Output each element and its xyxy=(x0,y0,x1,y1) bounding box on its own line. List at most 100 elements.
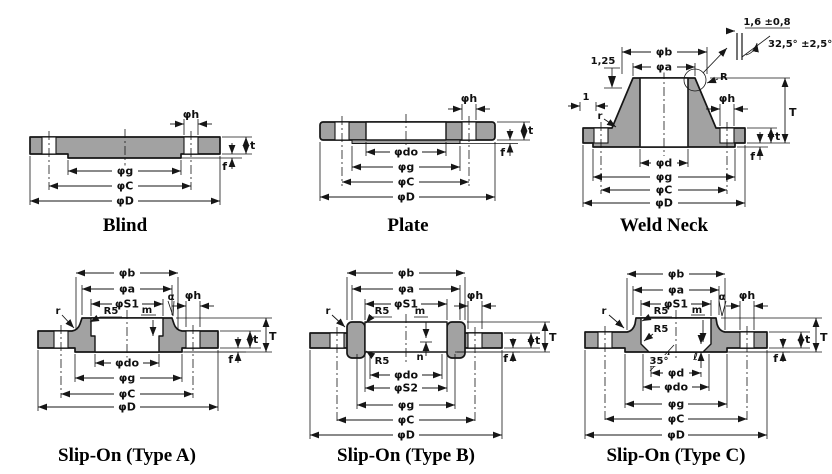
slip-on-c-dim-phi-s1-label: φS1 xyxy=(664,298,688,311)
blind-dim-phi-g-label: φg xyxy=(117,165,133,178)
slip-on-c-alpha-label: α xyxy=(719,292,726,303)
slip-on-a-radius-r5-label: R5 xyxy=(104,306,119,317)
slip-on-c-dim-phi-b-label: φb xyxy=(668,268,685,281)
slip-on-b-dim-phi-a-label: φa xyxy=(398,283,414,296)
slip-on-b-flange-diagram: φb φa φS1 φh r R5 m R5 n t T f φdo φS2 φ… xyxy=(309,267,557,466)
weld-neck-dim-phi-c-label: φC xyxy=(656,184,673,197)
weld-neck-flange-diagram: 1,6 ±0,8 32,5° ±2,5° 1,25 1 r R φb φa φh… xyxy=(568,17,832,236)
slip-on-c-dimension-lines xyxy=(584,268,822,441)
blind-centerlines xyxy=(48,129,192,190)
slip-on-c-dim-phi-a-label: φa xyxy=(668,284,684,297)
weld-neck-dim-phi-b-label: φb xyxy=(656,46,673,59)
plate-dim-phi-g-label: φg xyxy=(398,161,414,174)
slip-on-b-caption: Slip-On (Type B) xyxy=(337,445,475,466)
plate-dim-phi-c-label: φC xyxy=(398,176,415,189)
slip-on-b-hub-right xyxy=(446,321,466,359)
blind-flange-diagram: φh t f φg φC φD Blind xyxy=(29,108,255,236)
slip-on-a-dim-phi-s1-label: φS1 xyxy=(115,298,139,311)
weld-neck-bevel-detail xyxy=(702,27,790,74)
plate-dim-phi-do-label: φdo xyxy=(394,146,418,159)
slip-on-b-dim-phi-g-label: φg xyxy=(398,399,414,412)
weld-neck-dim-phi-d-outer-label: φD xyxy=(655,197,673,210)
slip-on-c-flange-diagram: φb φa φS1 α φh r R5 m R5 35° ℓ t T f φd … xyxy=(584,268,828,466)
slip-on-a-flange-diagram: φb φa φS1 α φh r R5 m t T f φdo φg φC φD… xyxy=(37,267,277,466)
slip-on-b-dim-T-label: T xyxy=(549,331,557,344)
slip-on-c-radius-r5-top-label: R5 xyxy=(654,306,669,317)
plate-dim-f-label: f xyxy=(500,146,505,159)
slip-on-a-dim-T-label: T xyxy=(269,330,277,343)
slip-on-c-dim-phi-h-label: φh xyxy=(739,289,755,302)
weld-neck-corner-radius-label: R xyxy=(720,72,728,83)
slip-on-c-fillet-r-label: r xyxy=(602,306,607,317)
slip-on-c-radius-r5-bottom-label: R5 xyxy=(654,324,669,335)
weld-neck-dim-1-label: 1 xyxy=(583,92,590,103)
slip-on-b-dim-phi-do-label: φdo xyxy=(394,369,418,382)
slip-on-a-caption: Slip-On (Type A) xyxy=(58,445,196,466)
slip-on-b-dim-phi-h-label: φh xyxy=(467,289,483,302)
blind-dim-t-label: t xyxy=(250,139,255,152)
slip-on-b-dim-t-label: t xyxy=(535,334,540,347)
blind-caption: Blind xyxy=(103,215,148,236)
slip-on-b-hub-left xyxy=(346,321,366,359)
slip-on-c-caption: Slip-On (Type C) xyxy=(606,445,745,466)
weld-neck-caption: Weld Neck xyxy=(620,215,709,236)
slip-on-b-dim-phi-d-label: φD xyxy=(397,429,415,442)
slip-on-a-dim-m-label: m xyxy=(142,305,152,316)
blind-dim-phi-c-label: φC xyxy=(117,180,134,193)
slip-on-a-dim-phi-a-label: φa xyxy=(119,283,135,296)
slip-on-b-dim-n-label: n xyxy=(416,352,423,363)
plate-caption: Plate xyxy=(387,215,428,236)
slip-on-b-dim-m-label: m xyxy=(415,306,425,317)
slip-on-a-dim-f-label: f xyxy=(228,353,233,366)
slip-on-b-radius-r5-top-label: R5 xyxy=(375,306,390,317)
slip-on-c-dim-t-label: t xyxy=(805,333,810,346)
slip-on-c-dim-phi-c-label: φC xyxy=(668,413,685,426)
slip-on-a-alpha-label: α xyxy=(168,292,175,303)
slip-on-c-chamfer-l-label: ℓ xyxy=(692,352,698,363)
weld-neck-dim-t-label: t xyxy=(775,130,780,143)
weld-neck-bevel-height-label: 1,6 ±0,8 xyxy=(743,17,790,28)
slip-on-c-dim-phi-d-label: φd xyxy=(668,367,684,380)
plate-centerlines xyxy=(341,114,470,186)
plate-dimension-lines xyxy=(319,104,530,203)
weld-neck-fillet-r-label: r xyxy=(598,111,603,122)
plate-flange-diagram: φh t f φdo φg φC φD Plate xyxy=(319,92,533,236)
weld-neck-dim-phi-h-label: φh xyxy=(719,92,735,105)
slip-on-b-dim-f-label: f xyxy=(503,352,508,365)
slip-on-a-dim-phi-do-label: φdo xyxy=(115,357,139,370)
slip-on-a-dim-phi-b-label: φb xyxy=(119,267,136,280)
slip-on-c-dim-phi-do-label: φdo xyxy=(664,381,688,394)
slip-on-b-dim-phi-s2-label: φS2 xyxy=(394,382,418,395)
slip-on-a-dim-t-label: t xyxy=(253,333,258,346)
slip-on-c-dim-f-label: f xyxy=(773,352,778,365)
blind-dim-phi-h-label: φh xyxy=(183,108,199,121)
weld-neck-dim-f-label: f xyxy=(750,150,755,163)
weld-neck-dim-phi-g-label: φg xyxy=(656,171,672,184)
plate-dim-t-label: t xyxy=(528,124,533,137)
slip-on-c-chamfer-angle-label: 35° xyxy=(650,356,669,367)
slip-on-b-dim-phi-c-label: φC xyxy=(398,414,415,427)
weld-neck-dim-1-25-label: 1,25 xyxy=(591,56,616,67)
blind-dimension-lines xyxy=(29,119,252,207)
slip-on-b-dimension-lines xyxy=(309,267,550,441)
slip-on-c-dim-m-label: m xyxy=(692,305,702,316)
slip-on-a-dim-phi-c-label: φC xyxy=(119,388,136,401)
slip-on-c-centerlines xyxy=(604,310,748,423)
weld-neck-dimension-lines xyxy=(568,46,790,209)
slip-on-b-fillet-r-label: r xyxy=(326,306,331,317)
slip-on-a-centerlines xyxy=(60,310,194,398)
slip-on-a-dimension-lines xyxy=(37,267,272,413)
slip-on-a-dim-phi-g-label: φg xyxy=(119,372,135,385)
weld-neck-dim-T-label: T xyxy=(789,106,797,119)
weld-neck-dim-phi-a-label: φa xyxy=(656,61,672,74)
slip-on-b-radius-r5-bottom-label: R5 xyxy=(375,356,390,367)
slip-on-b-centerlines xyxy=(336,314,476,424)
weld-neck-dim-phi-d-label: φd xyxy=(656,157,672,170)
weld-neck-bevel-angle-label: 32,5° ±2,5° xyxy=(768,39,832,50)
slip-on-c-dim-phi-d-outer-label: φD xyxy=(667,429,685,442)
slip-on-c-dim-T-label: T xyxy=(820,331,828,344)
slip-on-b-dim-phi-b-label: φb xyxy=(398,267,415,280)
blind-dim-f-label: f xyxy=(222,160,227,173)
